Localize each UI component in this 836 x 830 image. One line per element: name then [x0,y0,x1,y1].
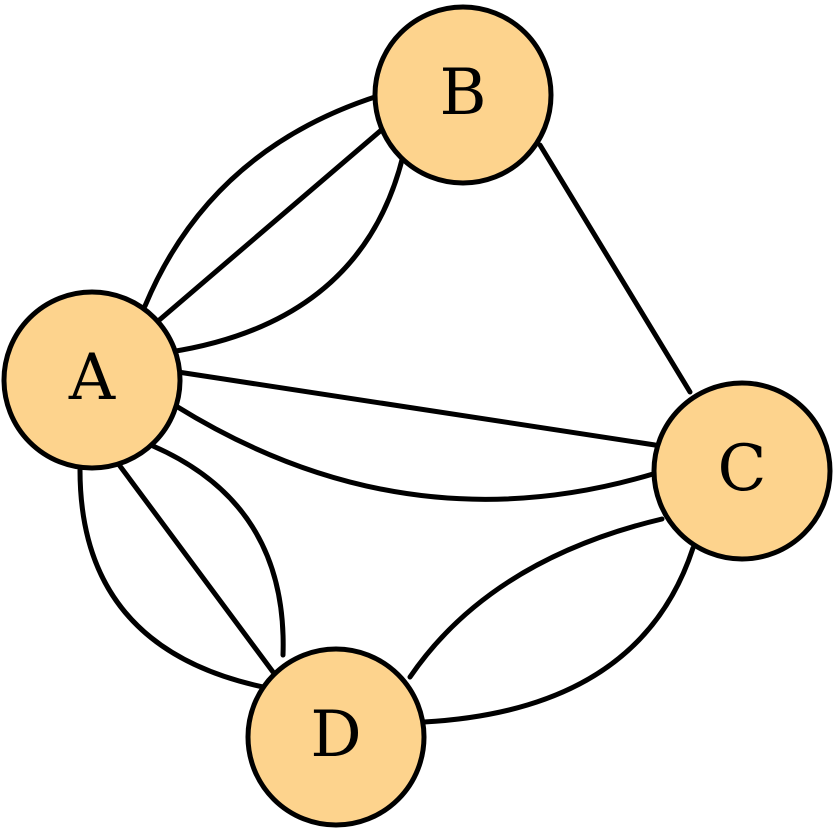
edge-a-d-outer [77,467,271,691]
node-a: A [1,289,183,471]
node-b: B [372,4,554,186]
node-a-circle [1,289,183,471]
edge-a-b-outer [142,93,381,309]
node-c: C [651,380,833,562]
node-a-label: A [68,341,116,415]
node-d: D [245,646,427,828]
edges-layer [77,93,696,725]
edge-a-b-inner [167,153,406,355]
edge-a-c-curved [173,403,656,502]
nodes-layer: A B C D [1,4,833,828]
node-b-label: B [439,56,486,130]
node-b-circle [372,4,554,186]
edge-a-d-inner [150,443,286,658]
edge-b-c [537,142,693,395]
edge-a-b-straight [154,123,389,325]
node-d-label: D [310,698,361,772]
edge-a-c-straight [175,369,658,448]
edge-a-d-straight [111,455,276,675]
node-c-circle [651,380,833,562]
node-c-label: C [718,432,767,506]
edge-c-d-upper [407,516,665,680]
node-d-circle [245,646,427,828]
edge-c-d-lower [421,545,696,725]
